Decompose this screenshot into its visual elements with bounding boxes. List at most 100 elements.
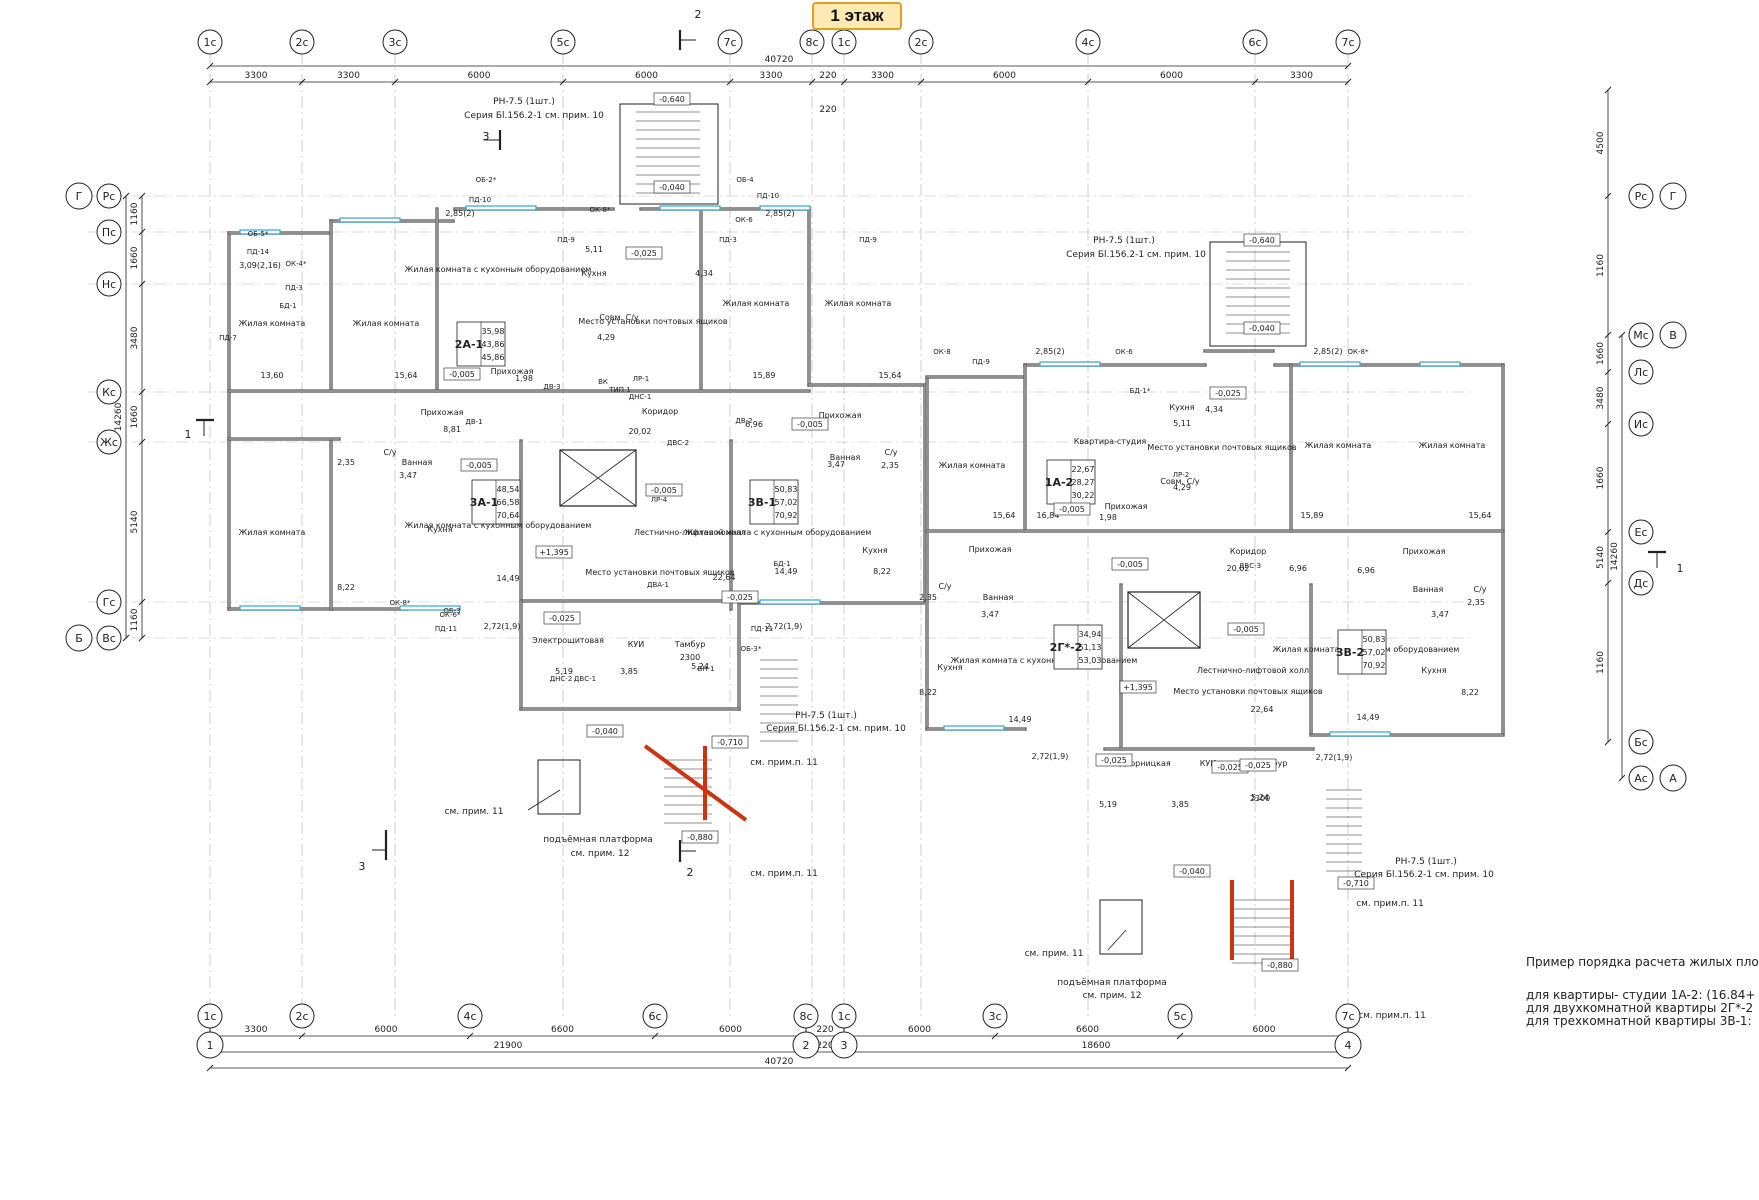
level-19: +1,395	[1123, 683, 1153, 692]
wall-int-1	[329, 219, 333, 393]
mark-17: ОК-4*	[286, 260, 307, 268]
axis-right-circle-0-label: Г	[1670, 190, 1677, 203]
room-left-7: Жилая комната с кухонным оборудованием	[405, 521, 592, 530]
axis-right-6-circle	[1628, 729, 1654, 755]
apartment-area-5-1: 57,02	[1363, 648, 1386, 657]
dim-bottom-row1-tick	[651, 1032, 659, 1040]
axis-right-7-circle	[1628, 765, 1654, 791]
wall-left-right-step	[807, 383, 927, 387]
stair-note-3: Серия Бl.156.2-1 см. прим. 10	[1066, 250, 1206, 260]
axis-left-6-circle	[96, 625, 122, 651]
dim-bottom-total-value: 40720	[765, 1057, 794, 1067]
axis-right-3-label: Ис	[1634, 418, 1648, 431]
axis-right-5-label: Дс	[1634, 577, 1649, 590]
level-box-22	[1239, 758, 1277, 772]
area-value-0: 13,60	[261, 371, 284, 380]
room-left-4: Жилая комната	[723, 299, 790, 308]
level-box-0	[653, 92, 691, 106]
axis-right-4-circle	[1628, 519, 1654, 545]
axis-right-1-circle	[1628, 322, 1654, 348]
callout-6: подъёмная платформа	[1057, 978, 1167, 988]
window-4	[759, 205, 811, 211]
level-box-19	[1119, 680, 1157, 694]
dim-top-tick	[726, 78, 734, 86]
level-2: -0,025	[631, 249, 657, 258]
platform-left	[537, 759, 581, 815]
area-value-10: 20,02	[629, 427, 652, 436]
mark-35: ОБ-3*	[741, 645, 762, 653]
mark-15: ОК-6	[1115, 348, 1133, 356]
room-left-5: Жилая комната	[825, 299, 892, 308]
wall-right-top-a	[925, 375, 1027, 379]
room-right-11: С/у	[1473, 585, 1486, 594]
dim-right-tick	[1604, 738, 1612, 746]
room-left-9: Кухня	[862, 546, 887, 555]
level-22: -0,025	[1245, 761, 1271, 770]
stair-note-4: РН-7.5 (1шт.)	[795, 711, 857, 721]
tambur-dim-left: 2300	[680, 653, 700, 662]
area-value-41: 8,22	[919, 688, 937, 697]
room-right-13: Прихожая	[969, 545, 1012, 554]
dim-top-value: 3300	[760, 71, 783, 81]
dim-right-tick	[1604, 368, 1612, 376]
dim-bottom-total-tick	[206, 1064, 214, 1072]
wall-int-3	[699, 207, 703, 393]
room-left-8: Кухня	[427, 525, 452, 534]
room-right-2: Кухня	[1169, 403, 1194, 412]
dim-left-tick	[138, 388, 146, 396]
room-left-21: КУИ	[628, 640, 645, 649]
dim-right-tick	[1604, 528, 1612, 536]
walls	[227, 103, 1505, 964]
dim-right-tick	[1604, 86, 1612, 94]
axis-top-3-label: 5с	[556, 36, 569, 49]
area-value-6: 2,35	[337, 458, 355, 467]
level-box-9	[721, 590, 759, 604]
area-value-7: 3,47	[399, 471, 417, 480]
dim-top-mid: 220	[819, 105, 836, 115]
room-right-21: Совм. С/у	[1160, 477, 1200, 486]
area-value-50: 2,85(2)	[1313, 347, 1342, 356]
dim-right-total-tick	[1618, 774, 1626, 782]
axis-top-4-label: 7с	[723, 36, 736, 49]
apartment-area-0-0: 35,98	[482, 327, 505, 336]
wall-left-outer	[227, 231, 231, 611]
axis-right-circle-0-circle	[1659, 182, 1687, 210]
axis-bottom-7-label: 5с	[1173, 1010, 1186, 1023]
apartment-code-0: 2А-1	[455, 338, 483, 351]
dim-bottom-row1-tick	[991, 1032, 999, 1040]
dim-right-value: 1160	[1596, 254, 1606, 277]
apartment-code-1: 3А-1	[470, 496, 498, 509]
level-box-3	[460, 458, 498, 472]
level-box-18	[1227, 622, 1265, 636]
section-mark-2: 2	[695, 8, 702, 21]
area-value-46: 5,24	[1251, 793, 1269, 802]
mark-23: ДВ-3	[543, 383, 560, 391]
axis-right-4-label: Ес	[1635, 526, 1648, 539]
level-box-13	[1243, 233, 1281, 247]
level-box-8	[543, 611, 581, 625]
area-value-18: 3,85	[620, 667, 638, 676]
mark-4: ПД-10	[757, 192, 779, 200]
level-box-11	[711, 735, 749, 749]
axis-left-4-label: Жс	[100, 436, 118, 449]
mark-32: ЛР-4	[651, 496, 668, 504]
dim-top-total-tick	[206, 62, 214, 70]
callout-leader-1	[1107, 929, 1127, 951]
lift-cross-b	[559, 449, 637, 507]
callout-5: см. прим. 11	[1025, 949, 1084, 959]
dim-left-tick	[138, 598, 146, 606]
section-mark-1: 1	[1677, 562, 1684, 575]
axis-top-5-circle	[799, 29, 825, 55]
room-right-7: С/у	[938, 582, 951, 591]
level-box-6	[791, 417, 829, 431]
mark-38: ПД-11	[435, 625, 457, 633]
axis-top-7-label: 2с	[914, 36, 927, 49]
dim-right-value: 4500	[1596, 131, 1606, 154]
element-marks: -0,640-0,040-0,025-0,005-0,005-0,005-0,0…	[185, 8, 1684, 1021]
axis-top-0-circle	[197, 29, 223, 55]
dim-right-value: 1660	[1596, 342, 1606, 365]
apartment-code-4: 2Г*-2	[1050, 641, 1083, 654]
